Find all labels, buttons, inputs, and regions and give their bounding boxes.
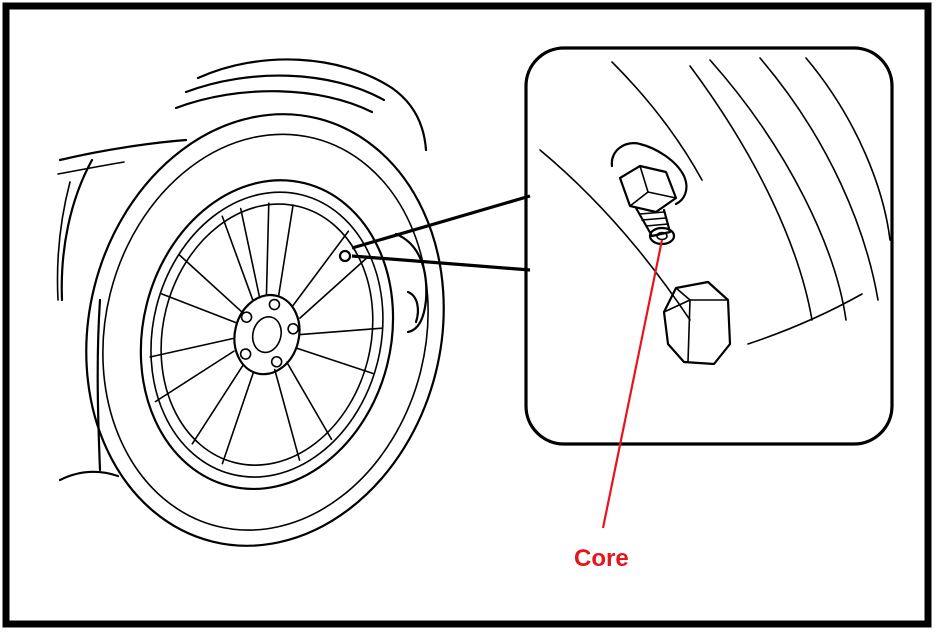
callout-wedge: [351, 194, 531, 272]
core-label: Core: [574, 545, 629, 572]
core-leader-line: [601, 239, 664, 529]
fender-outline: [56, 58, 428, 482]
wheel-icon: [85, 113, 445, 547]
zoom-inset: [524, 46, 894, 446]
valve-cap-icon: [662, 280, 732, 366]
valve-stem-icon: [610, 142, 688, 246]
valve-location-dot: [338, 249, 352, 263]
